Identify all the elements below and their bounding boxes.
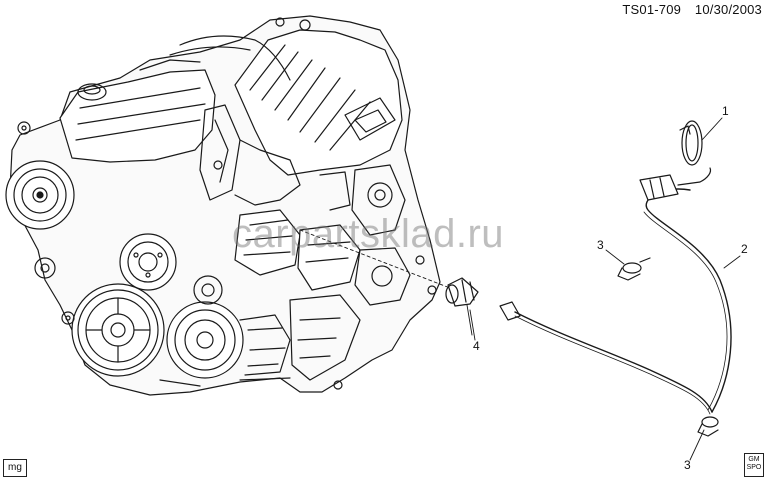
intake-manifold — [234, 29, 403, 176]
pulley-upper-left — [5, 160, 75, 230]
crankshaft-pulley — [71, 283, 165, 377]
intake-ribs — [249, 44, 371, 151]
diagram-header: TS01-709 10/30/2003 — [622, 2, 762, 17]
part-3-clamp-lower — [697, 416, 719, 437]
part-4-sensor — [445, 277, 479, 336]
gm-spo-logo: GM SPO — [744, 453, 764, 477]
part-1-clip — [679, 120, 703, 166]
engine-assembly — [5, 15, 451, 396]
callout-3-upper: 3 — [597, 238, 604, 252]
leader-lines — [469, 117, 741, 461]
valve-cover-left — [59, 69, 216, 163]
part-3-clamp-upper — [617, 257, 651, 281]
part-2-harness — [499, 167, 732, 415]
diagram-code: TS01-709 — [622, 2, 682, 17]
callout-4: 4 — [473, 339, 480, 353]
callout-3-lower: 3 — [684, 458, 691, 472]
mg-badge: mg — [3, 459, 27, 477]
callout-2: 2 — [741, 242, 748, 256]
diagram-date: 10/30/2003 — [694, 2, 762, 17]
callout-1: 1 — [722, 104, 729, 118]
ac-compressor — [166, 301, 291, 379]
watermark: carpartsklad.ru — [232, 212, 505, 256]
pulley-idler — [34, 257, 56, 279]
pulley-center — [119, 233, 177, 291]
pulley-tensioner — [193, 275, 223, 305]
